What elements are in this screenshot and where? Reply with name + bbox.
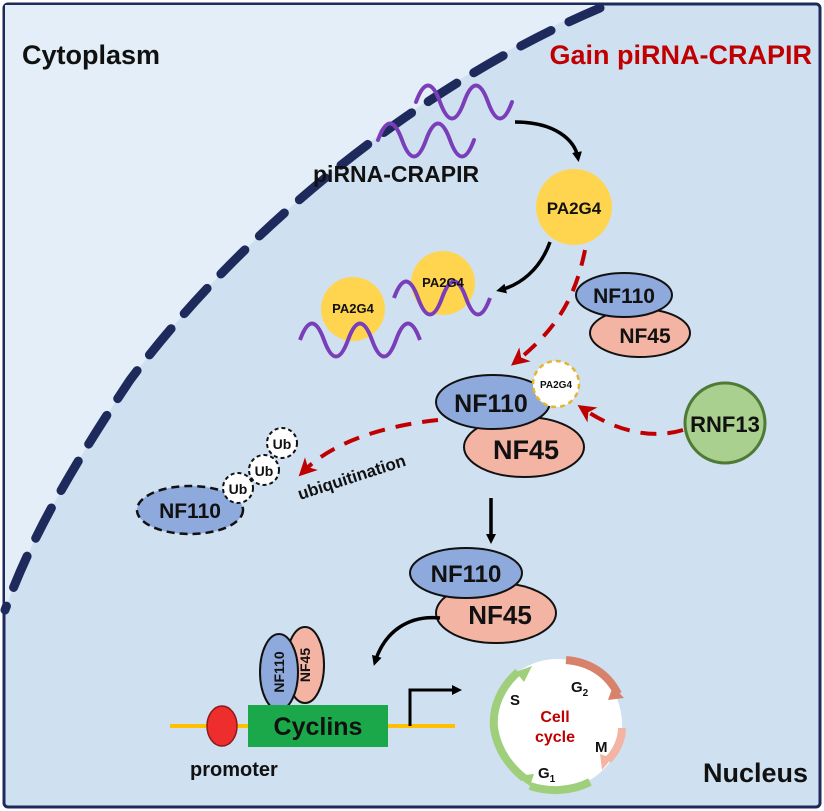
pirna-molecules xyxy=(376,83,514,159)
transcription-start-arrow xyxy=(408,685,462,726)
pa2g4-pirna-complex: PA2G4 PA2G4 xyxy=(298,251,492,359)
rnf13-node xyxy=(683,381,767,465)
arrow-to-promoter xyxy=(372,615,441,666)
pa2g4-label: PA2G4 xyxy=(547,199,602,218)
condition-label: Gain piRNA-CRAPIR xyxy=(550,40,813,70)
nf110-label-center: NF110 xyxy=(454,390,528,418)
nuclear-membrane xyxy=(0,3,605,615)
cyclins-gene xyxy=(248,705,388,747)
phase-g1-label: G1 xyxy=(538,765,556,785)
nf45-label-center: NF45 xyxy=(493,435,559,465)
nf110-label-lower: NF110 xyxy=(431,561,502,588)
nucleus-label: Nucleus xyxy=(703,758,808,788)
phase-m-label: M xyxy=(595,739,608,756)
nf110-nf45-free-complex: NF110 NF45 xyxy=(575,272,691,358)
pirna-label: piRNA-CRAPIR xyxy=(313,161,479,187)
nf45-label-top: NF45 xyxy=(619,325,671,348)
nf110-label-top: NF110 xyxy=(593,285,655,308)
pa2g4-bound-label-2: PA2G4 xyxy=(332,301,374,316)
arrow-pa2g4-to-pirna-complex xyxy=(496,241,552,294)
nf45-label-lower: NF45 xyxy=(468,600,532,630)
cell-label: Cell xyxy=(540,709,569,726)
cycle-label: cycle xyxy=(535,729,575,746)
nf45-label-vertical: NF45 xyxy=(297,648,313,682)
nf110-nf45-pa2g4-complex: NF110 NF45 PA2G4 xyxy=(435,359,585,478)
promoter-label: promoter xyxy=(190,759,278,781)
ub-label-1: Ub xyxy=(229,481,248,497)
phase-s-label: S xyxy=(510,692,520,709)
promoter-element xyxy=(206,705,238,747)
nf110-label-vertical: NF110 xyxy=(271,651,287,692)
nf110-ub-label: NF110 xyxy=(159,500,221,523)
red-arrow-rnf13-to-pa2g4 xyxy=(577,405,684,436)
cytoplasm-label: Cytoplasm xyxy=(22,40,160,70)
phase-g2-label: G2 xyxy=(571,679,589,699)
pa2g4-bound-label-1: PA2G4 xyxy=(422,275,464,290)
ub-label-3: Ub xyxy=(273,436,292,452)
pa2g4-node xyxy=(536,169,612,245)
red-arrow-pa2g4-to-nf110 xyxy=(511,249,587,366)
pa2g4-small-label: PA2G4 xyxy=(540,380,572,391)
rnf13-label: RNF13 xyxy=(690,412,760,437)
ubiquitinated-nf110: NF110 Ub Ub Ub xyxy=(135,427,298,536)
nf110-nf45-nuclear-complex: NF110 NF45 xyxy=(409,547,557,644)
arrow-pirna-to-pa2g4 xyxy=(514,120,582,162)
cyclins-label: Cyclins xyxy=(274,713,363,741)
nf110-nf45-bound-dna: NF110 NF45 xyxy=(259,626,325,711)
ub-label-2: Ub xyxy=(255,463,274,479)
cytoplasm-region xyxy=(5,5,598,610)
cell-cycle-diagram: Cell cycle S G2 M G1 xyxy=(489,656,626,795)
